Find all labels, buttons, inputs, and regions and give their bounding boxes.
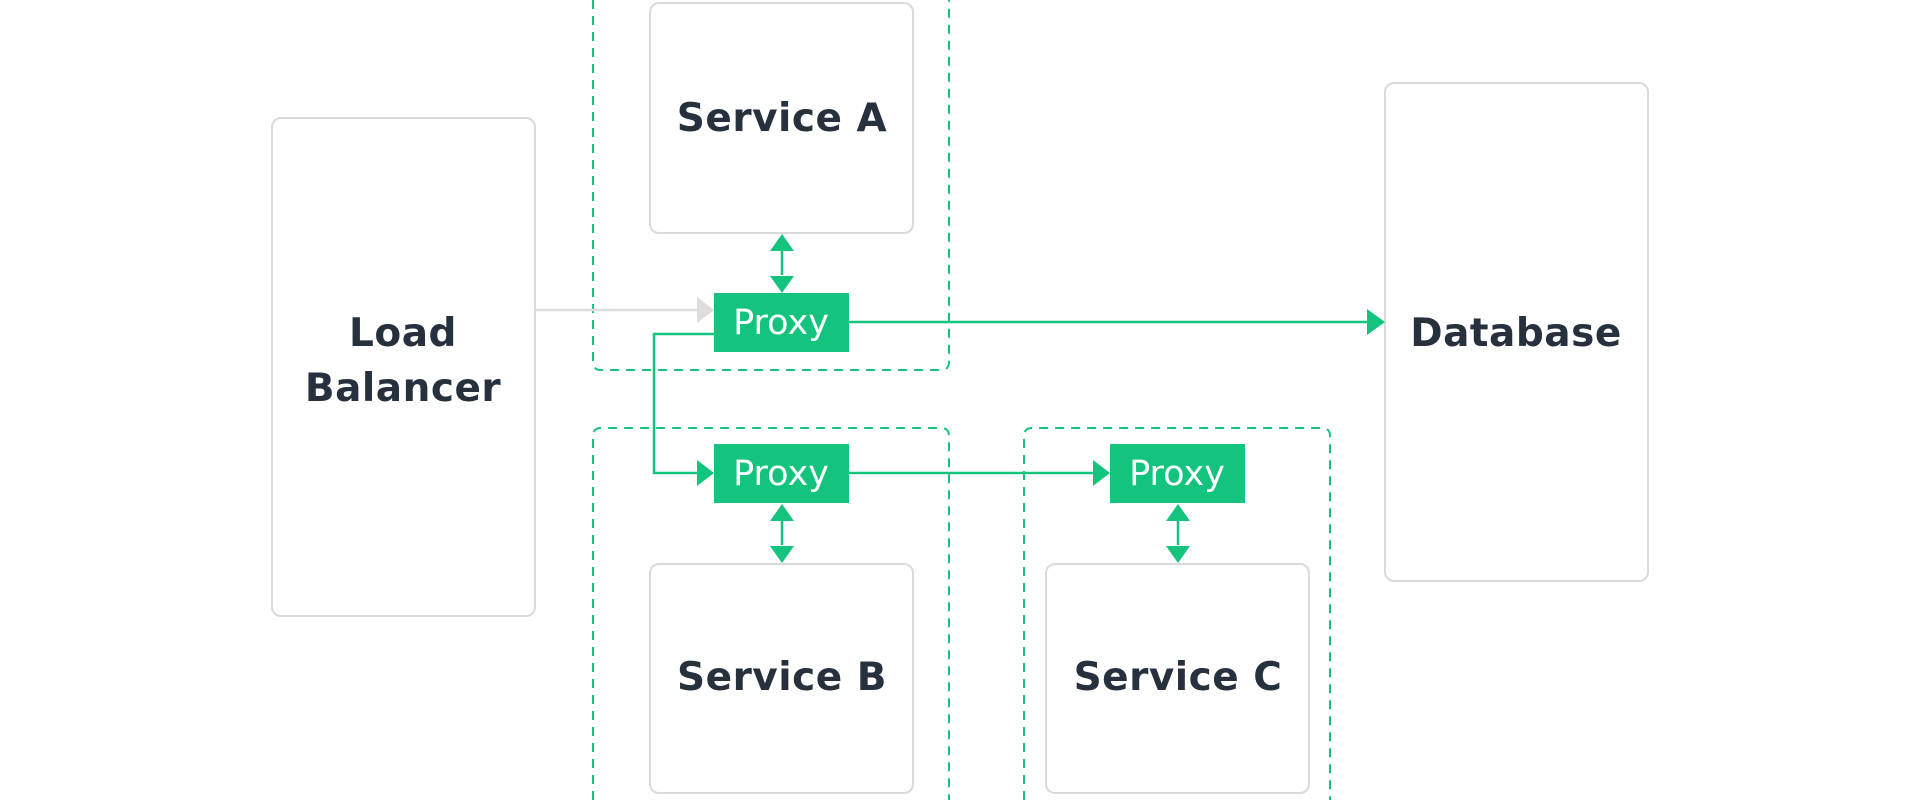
proxy-a[interactable]: Proxy — [714, 293, 849, 352]
service-c-proxy-bidirectional-arrow — [1166, 504, 1190, 563]
database-label: Database — [1410, 311, 1622, 356]
service-a-proxy-bidirectional-arrow — [770, 234, 794, 293]
proxy-c[interactable]: Proxy — [1110, 444, 1245, 503]
proxy-a-label: Proxy — [733, 303, 829, 343]
service-b-proxy-bidirectional-arrow — [770, 504, 794, 563]
service-b-box[interactable]: Service B — [649, 563, 914, 794]
service-b-label: Service B — [677, 655, 887, 700]
load-balancer-box[interactable]: Load Balancer — [271, 117, 536, 617]
proxy-c-label: Proxy — [1129, 454, 1225, 494]
mesh-boundary-service-b — [592, 427, 950, 800]
mesh-boundary-service-a — [592, 0, 950, 371]
service-c-label: Service C — [1074, 655, 1283, 700]
service-a-box[interactable]: Service A — [649, 2, 914, 234]
inbound-arrowhead — [697, 297, 714, 323]
service-a-label: Service A — [677, 96, 887, 141]
service-c-box[interactable]: Service C — [1045, 563, 1310, 794]
load-balancer-label-line1: Load — [349, 311, 457, 356]
proxy-c-arrowhead — [1093, 460, 1110, 486]
database-box[interactable]: Database — [1384, 82, 1649, 582]
proxy-b-label: Proxy — [733, 454, 829, 494]
proxy-a-to-proxy-b-line — [652, 332, 714, 475]
proxy-b-arrowhead — [697, 460, 714, 486]
mesh-boundary-service-c — [1023, 427, 1331, 800]
proxy-b[interactable]: Proxy — [714, 444, 849, 503]
database-arrowhead — [1367, 309, 1385, 335]
load-balancer-label-line2: Balancer — [305, 366, 502, 411]
